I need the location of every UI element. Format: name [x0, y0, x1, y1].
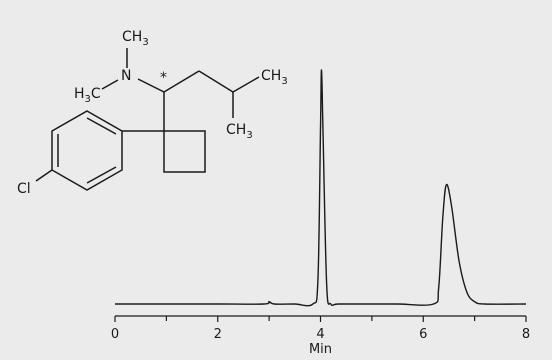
- atom-label-nitrogen: N: [121, 68, 131, 84]
- chromatogram-trace: [114, 69, 527, 307]
- cyclobutane-ring: [163, 130, 206, 173]
- benzene-inner-bond: [86, 166, 117, 184]
- x-axis-title: Min: [309, 342, 332, 357]
- atom-label-chlorine: Cl: [17, 181, 31, 197]
- chemical-structure: [35, 48, 260, 191]
- atom-label-ch3-down: CH3: [226, 122, 253, 141]
- benzene-ring: [51, 110, 123, 191]
- x-axis-ticks: [114, 316, 527, 322]
- benzene-inner-bond: [86, 117, 117, 135]
- atom-label-methyl-left: H3C: [74, 86, 101, 105]
- n-methyl-bond: [101, 79, 119, 90]
- amine-bond: [137, 78, 165, 93]
- atom-label-methyl-top: CH3: [122, 29, 149, 48]
- x-axis-tick-labels: 0 2 4 6 8: [111, 327, 530, 342]
- isobutyl-bond: [198, 70, 234, 93]
- atom-labels: CH3 N H3C * CH3 CH3 Cl: [17, 29, 288, 197]
- x-tick-label: 4: [316, 327, 324, 342]
- atom-label-ch3-right: CH3: [261, 68, 288, 87]
- chiral-marker: *: [160, 70, 167, 86]
- isobutyl-bond: [232, 76, 260, 93]
- x-tick-label: 6: [419, 327, 427, 342]
- x-tick-label: 0: [111, 327, 119, 342]
- x-tick-label: 2: [214, 327, 222, 342]
- x-tick-label: 8: [522, 327, 530, 342]
- chlorine-bond: [35, 169, 53, 182]
- isobutyl-bond: [163, 70, 200, 93]
